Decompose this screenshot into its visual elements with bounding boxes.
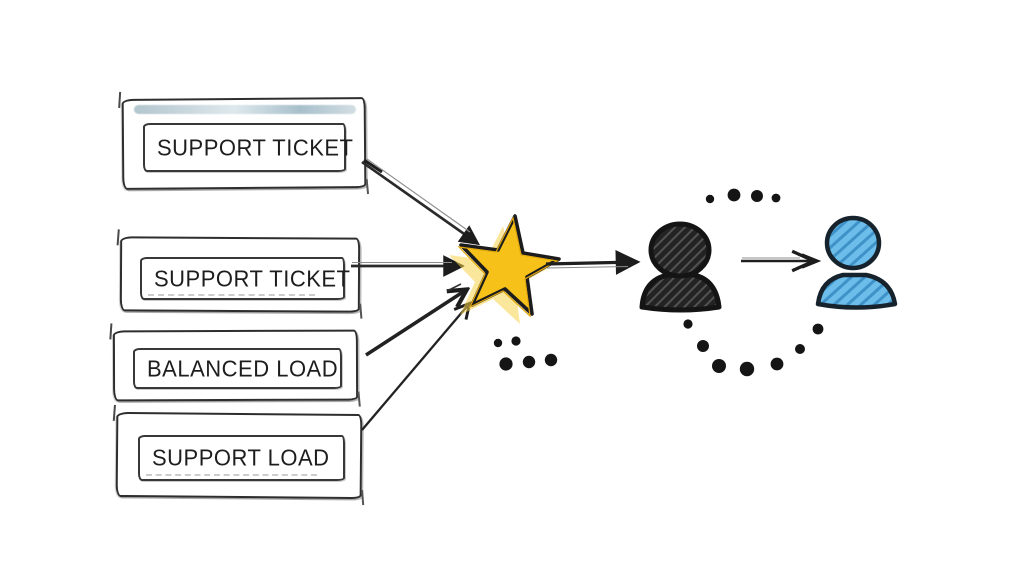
arrow-ticket1-to-star: [361, 158, 477, 243]
node-label: SUPPORT TICKET: [157, 133, 354, 161]
arrow-person-dark-to-person-blue: [741, 258, 816, 261]
node-support-ticket-2: SUPPORT TICKET: [119, 236, 361, 313]
dots-cluster-star: [493, 336, 558, 371]
node-label: BALANCED LOAD: [147, 354, 339, 382]
node-support-ticket-1: SUPPORT TICKET: [121, 97, 367, 190]
pencil-smudge: [146, 472, 317, 476]
dots-arc-bottom: [683, 319, 824, 377]
arrow-supportload-to-star: [361, 304, 469, 431]
box-inner-border: SUPPORT TICKET: [143, 123, 353, 172]
arrow-balanced-to-star: [365, 283, 466, 357]
box-inner-border: SUPPORT LOAD: [138, 435, 345, 481]
arrow-star-to-person-dark: [545, 262, 636, 268]
node-balanced-load: BALANCED LOAD: [112, 329, 359, 402]
box-inner-border: SUPPORT TICKET: [140, 257, 350, 300]
box-inner-border: BALANCED LOAD: [133, 348, 342, 389]
node-label: SUPPORT TICKET: [154, 264, 351, 292]
node-label: SUPPORT LOAD: [152, 444, 330, 471]
node-support-load: SUPPORT LOAD: [115, 411, 363, 500]
pencil-smudge: [148, 292, 315, 296]
dots-arc-top: [705, 188, 781, 204]
person-blue-icon: [815, 215, 898, 310]
person-dark-icon: [639, 221, 722, 313]
arrow-ticket2-to-star: [351, 263, 461, 267]
star-icon: [449, 214, 561, 324]
blue-ink-smear: [134, 105, 356, 114]
